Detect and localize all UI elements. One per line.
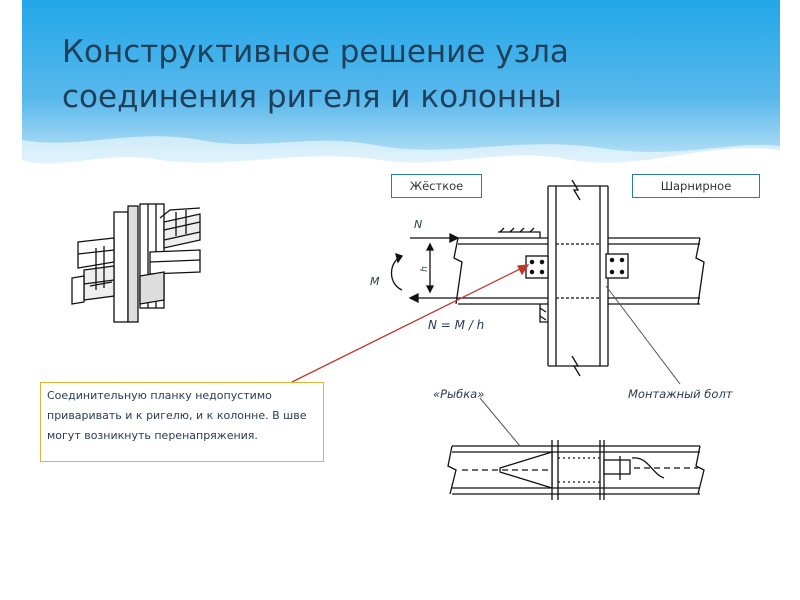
rigid-joint-tag: Жёсткое bbox=[391, 174, 482, 198]
force-diagram bbox=[390, 232, 460, 304]
column-elevation bbox=[547, 179, 609, 377]
formula-label: N = M / h bbox=[428, 318, 485, 332]
leader-lines bbox=[479, 285, 681, 447]
header-banner: Конструктивное решение узла соединения р… bbox=[0, 0, 800, 180]
left-beam bbox=[453, 227, 549, 323]
hinged-joint-tag: Шарнирное bbox=[632, 174, 760, 198]
height-h-label: h bbox=[419, 266, 430, 272]
moment-m-label: M bbox=[370, 275, 380, 288]
right-beam bbox=[605, 237, 705, 305]
callout-arrow bbox=[291, 264, 530, 383]
isometric-node-sketch bbox=[71, 203, 201, 323]
force-n-label: N bbox=[414, 218, 423, 231]
mounting-bolt-label: Монтажный болт bbox=[628, 387, 733, 401]
slide-title: Конструктивное решение узла соединения р… bbox=[62, 34, 569, 115]
fish-plate-label: «Рыбка» bbox=[433, 387, 485, 401]
sky-background bbox=[22, 0, 780, 170]
fish-plate-splice bbox=[447, 440, 705, 500]
warning-note-text: Соединительную планку недопустимо привар… bbox=[47, 389, 307, 442]
warning-note: Соединительную планку недопустимо привар… bbox=[40, 382, 324, 462]
column-stiffeners bbox=[556, 243, 600, 299]
